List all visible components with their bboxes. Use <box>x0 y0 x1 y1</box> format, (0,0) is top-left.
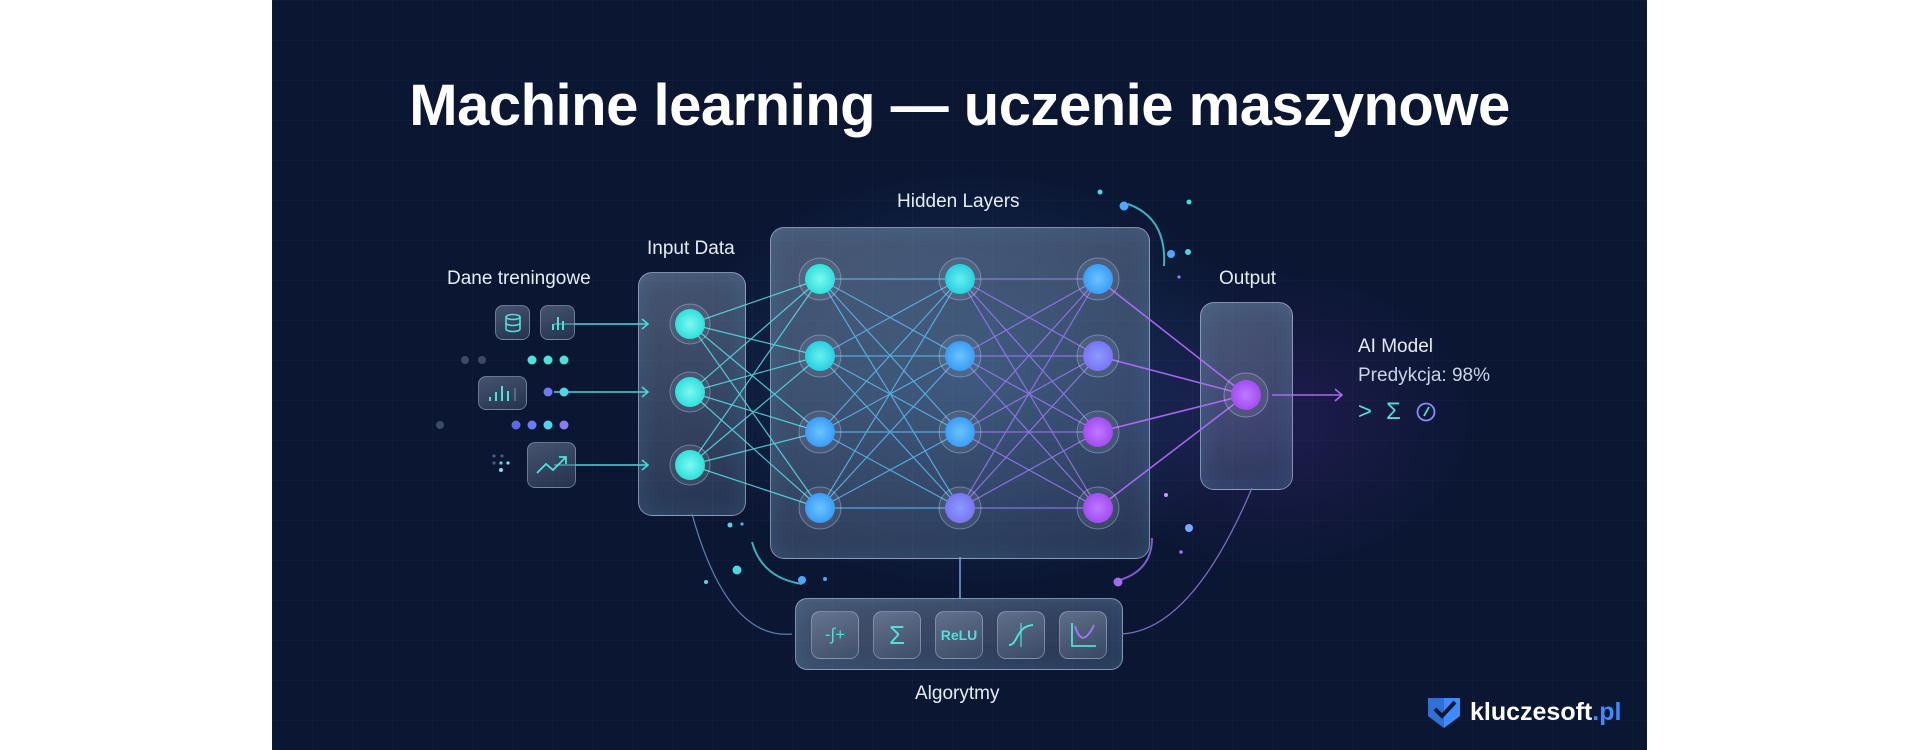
bar-chart-icon <box>478 376 527 410</box>
shield-check-icon <box>1428 698 1460 728</box>
result-icons: > Σ <box>1358 398 1437 426</box>
hidden-layers-label: Hidden Layers <box>897 191 1020 212</box>
sign-function-icon: -∫+ <box>824 625 846 644</box>
input-data-label: Input Data <box>647 238 735 259</box>
loss-curve-icon <box>1071 623 1096 647</box>
output-arrow <box>1272 388 1344 402</box>
brand-logo[interactable]: kluczesoft.pl <box>1426 694 1621 730</box>
hidden-nodes <box>798 257 1120 530</box>
training-data-label: Dane treningowe <box>447 268 591 289</box>
logo-tld: .pl <box>1592 697 1622 726</box>
logo-text: kluczesoft.pl <box>1470 698 1621 727</box>
chevron-right-icon: > <box>1358 398 1373 425</box>
algo-sigmoid[interactable] <box>997 611 1045 659</box>
database-icon <box>495 305 530 340</box>
algorithms-label: Algorytmy <box>915 683 1000 704</box>
algo-sign-function[interactable]: -∫+ <box>811 611 859 659</box>
input-nodes <box>669 303 711 486</box>
gauge-icon <box>1416 402 1436 422</box>
relu-icon: ReLU <box>940 627 978 643</box>
algo-relu[interactable]: ReLU <box>935 611 983 659</box>
output-label: Output <box>1219 268 1277 289</box>
algo-sum[interactable]: Σ <box>873 611 921 659</box>
trend-up-icon <box>527 442 576 488</box>
sigmoid-icon <box>1008 623 1034 647</box>
algo-loss-curve[interactable] <box>1059 611 1107 659</box>
diagram-panel: Machine learning — uczenie maszynowe Dan… <box>272 0 1647 750</box>
output-node <box>1223 372 1269 418</box>
sigma-icon: Σ <box>1386 398 1401 425</box>
data-dots <box>436 355 569 472</box>
neural-network-diagram <box>436 189 1344 635</box>
logo-name: kluczesoft <box>1470 697 1593 726</box>
page-title: Machine learning — uczenie maszynowe <box>409 73 1510 138</box>
sigma-icon: Σ <box>888 619 906 650</box>
prediction-label: Predykcja: 98% <box>1358 365 1491 386</box>
result-title: AI Model <box>1358 336 1433 357</box>
bar-chart-icon <box>540 305 575 340</box>
particles <box>704 189 1193 587</box>
